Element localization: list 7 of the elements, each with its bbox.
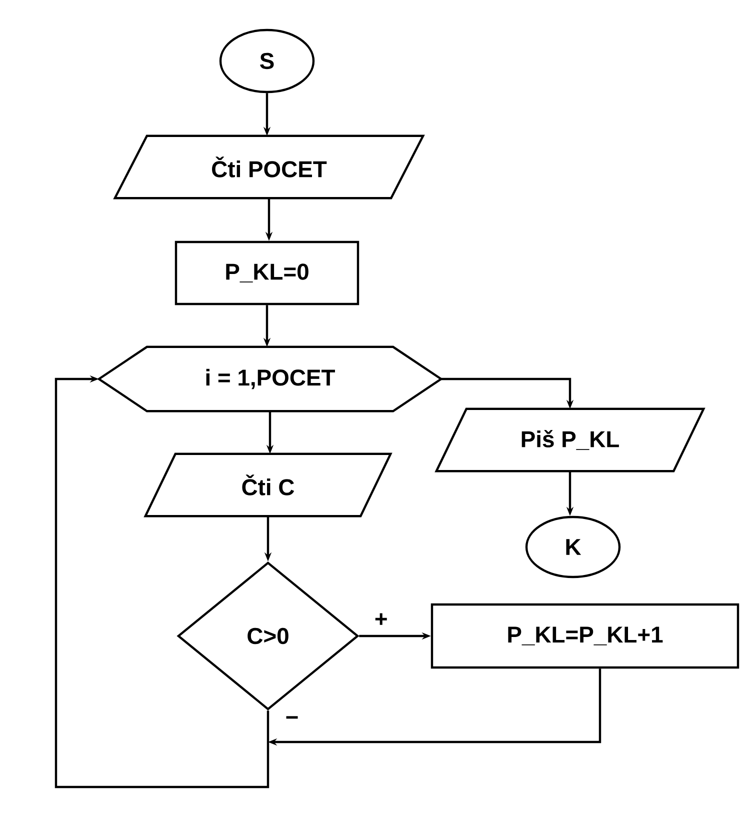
- edge-label: −: [286, 716, 298, 719]
- process-box: P_KL=P_KL+1: [430, 603, 740, 669]
- arrow: [54, 375, 270, 788]
- edge-label: +: [375, 613, 387, 625]
- terminal-oval: K: [525, 516, 621, 578]
- terminal-oval: S: [219, 28, 315, 94]
- process-box: P_KL=0: [174, 240, 360, 306]
